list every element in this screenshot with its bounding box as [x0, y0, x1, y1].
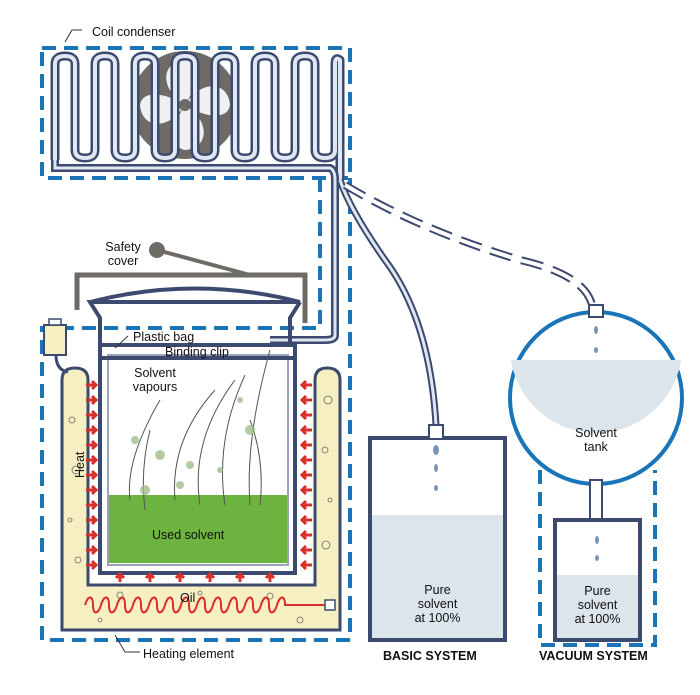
safety-cover-knob — [149, 242, 165, 258]
label-plastic-bag: Plastic bag — [133, 330, 195, 344]
label-solvent-vapours-line2: vapours — [132, 380, 178, 394]
label-oil: Oil — [180, 591, 196, 605]
label-basic-pure-line1: Pure — [424, 583, 451, 597]
oil-reservoir — [43, 324, 67, 356]
pipe-to-basic-tank — [336, 178, 440, 426]
label-solvent-tank-line1: Solvent — [575, 426, 617, 440]
label-coil-condenser: Coil condenser — [92, 25, 176, 39]
safety-cover — [74, 272, 308, 323]
dashed-boundaries — [40, 46, 657, 647]
vacuum-boundary — [538, 470, 657, 647]
label-basic-pure-line2: solvent — [417, 597, 458, 611]
label-vacuum-pure-line3: at 100% — [574, 612, 621, 626]
lid — [86, 286, 302, 345]
coil-condenser-pipe — [50, 51, 345, 180]
heating-element — [84, 596, 332, 614]
label-safety-cover-line1: Safety — [105, 240, 141, 254]
label-vacuum-pure-line2: solvent — [577, 598, 618, 612]
fan-icon — [131, 51, 239, 159]
distiller-boundary — [40, 178, 352, 642]
label-vacuum-system: VACUUM SYSTEM — [539, 649, 648, 663]
condenser-boundary — [40, 46, 352, 180]
label-binding-clip: Binding clip — [165, 345, 229, 359]
label-basic-system: BASIC SYSTEM — [383, 649, 477, 663]
label-solvent-vapours-line1: Solvent — [134, 366, 176, 380]
label-used-solvent: Used solvent — [152, 528, 225, 542]
label-basic-pure-line3: at 100% — [414, 611, 461, 625]
used-solvent-liquid — [109, 495, 287, 563]
label-heating-element: Heating element — [143, 647, 235, 661]
label-safety-cover-line2: cover — [107, 254, 139, 268]
oil-jacket — [60, 366, 342, 632]
label-vacuum-pure-line1: Pure — [584, 584, 611, 598]
label-solvent-tank-line2: tank — [584, 440, 608, 454]
label-heat: Heat — [73, 451, 87, 478]
